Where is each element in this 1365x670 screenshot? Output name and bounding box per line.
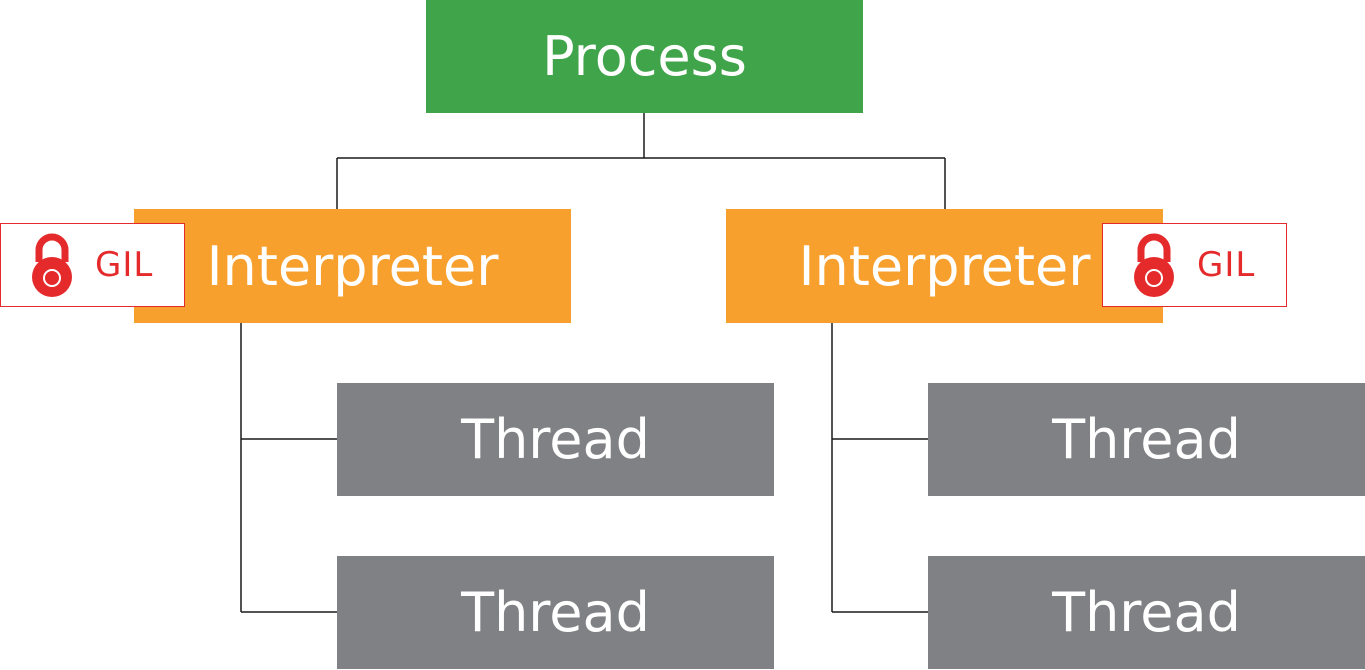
gil-badge-left: GIL xyxy=(0,223,185,307)
thread-node-left-2: Thread xyxy=(337,556,774,669)
interpreter-node-right: Interpreter xyxy=(726,209,1163,323)
thread-node-left-1: Thread xyxy=(337,383,774,496)
padlock-icon xyxy=(32,233,72,297)
interpreter-node-left: Interpreter xyxy=(134,209,571,323)
gil-label: GIL xyxy=(95,245,154,285)
thread-label: Thread xyxy=(1052,581,1241,644)
thread-node-right-2: Thread xyxy=(928,556,1365,669)
thread-label: Thread xyxy=(1052,408,1241,471)
padlock-icon xyxy=(1134,233,1174,297)
gil-label: GIL xyxy=(1197,245,1256,285)
thread-node-right-1: Thread xyxy=(928,383,1365,496)
thread-label: Thread xyxy=(461,408,650,471)
thread-label: Thread xyxy=(461,581,650,644)
process-node: Process xyxy=(426,0,863,113)
gil-badge-right: GIL xyxy=(1102,223,1287,307)
process-label: Process xyxy=(542,25,747,88)
interpreter-label: Interpreter xyxy=(206,234,499,298)
interpreter-label: Interpreter xyxy=(798,234,1091,298)
